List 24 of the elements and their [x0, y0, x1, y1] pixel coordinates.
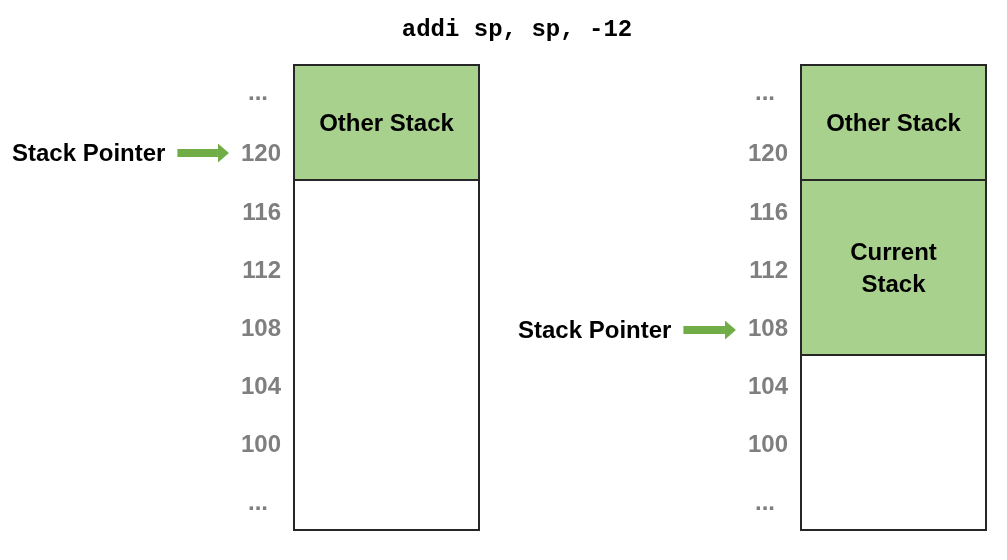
stack-segment: Other Stack	[802, 66, 985, 181]
address-label: 112	[749, 255, 788, 285]
pointer-label: Stack Pointer	[514, 314, 684, 346]
pointer-label: Stack Pointer	[8, 137, 178, 169]
address-label: 120	[747, 138, 788, 168]
address-label: 120	[228, 137, 281, 169]
ellipsis: ...	[248, 487, 268, 517]
address-label: 104	[747, 371, 788, 401]
address-label: 116	[242, 197, 281, 227]
ellipsis: ...	[755, 487, 775, 517]
address-label: 108	[240, 313, 281, 343]
address-label: 112	[242, 255, 281, 285]
address-label: 116	[749, 197, 788, 227]
address-label: 104	[240, 371, 281, 401]
address-label: 100	[240, 429, 281, 459]
address-label: 100	[747, 429, 788, 459]
memory-column	[293, 64, 480, 531]
stack-segment: Other Stack	[295, 66, 478, 181]
ellipsis: ...	[755, 77, 775, 107]
ellipsis: ...	[248, 77, 268, 107]
address-label: 108	[735, 312, 788, 344]
stack-segment: Current Stack	[802, 181, 985, 356]
memory-column	[800, 64, 987, 531]
code-title: addi sp, sp, -12	[401, 15, 633, 45]
